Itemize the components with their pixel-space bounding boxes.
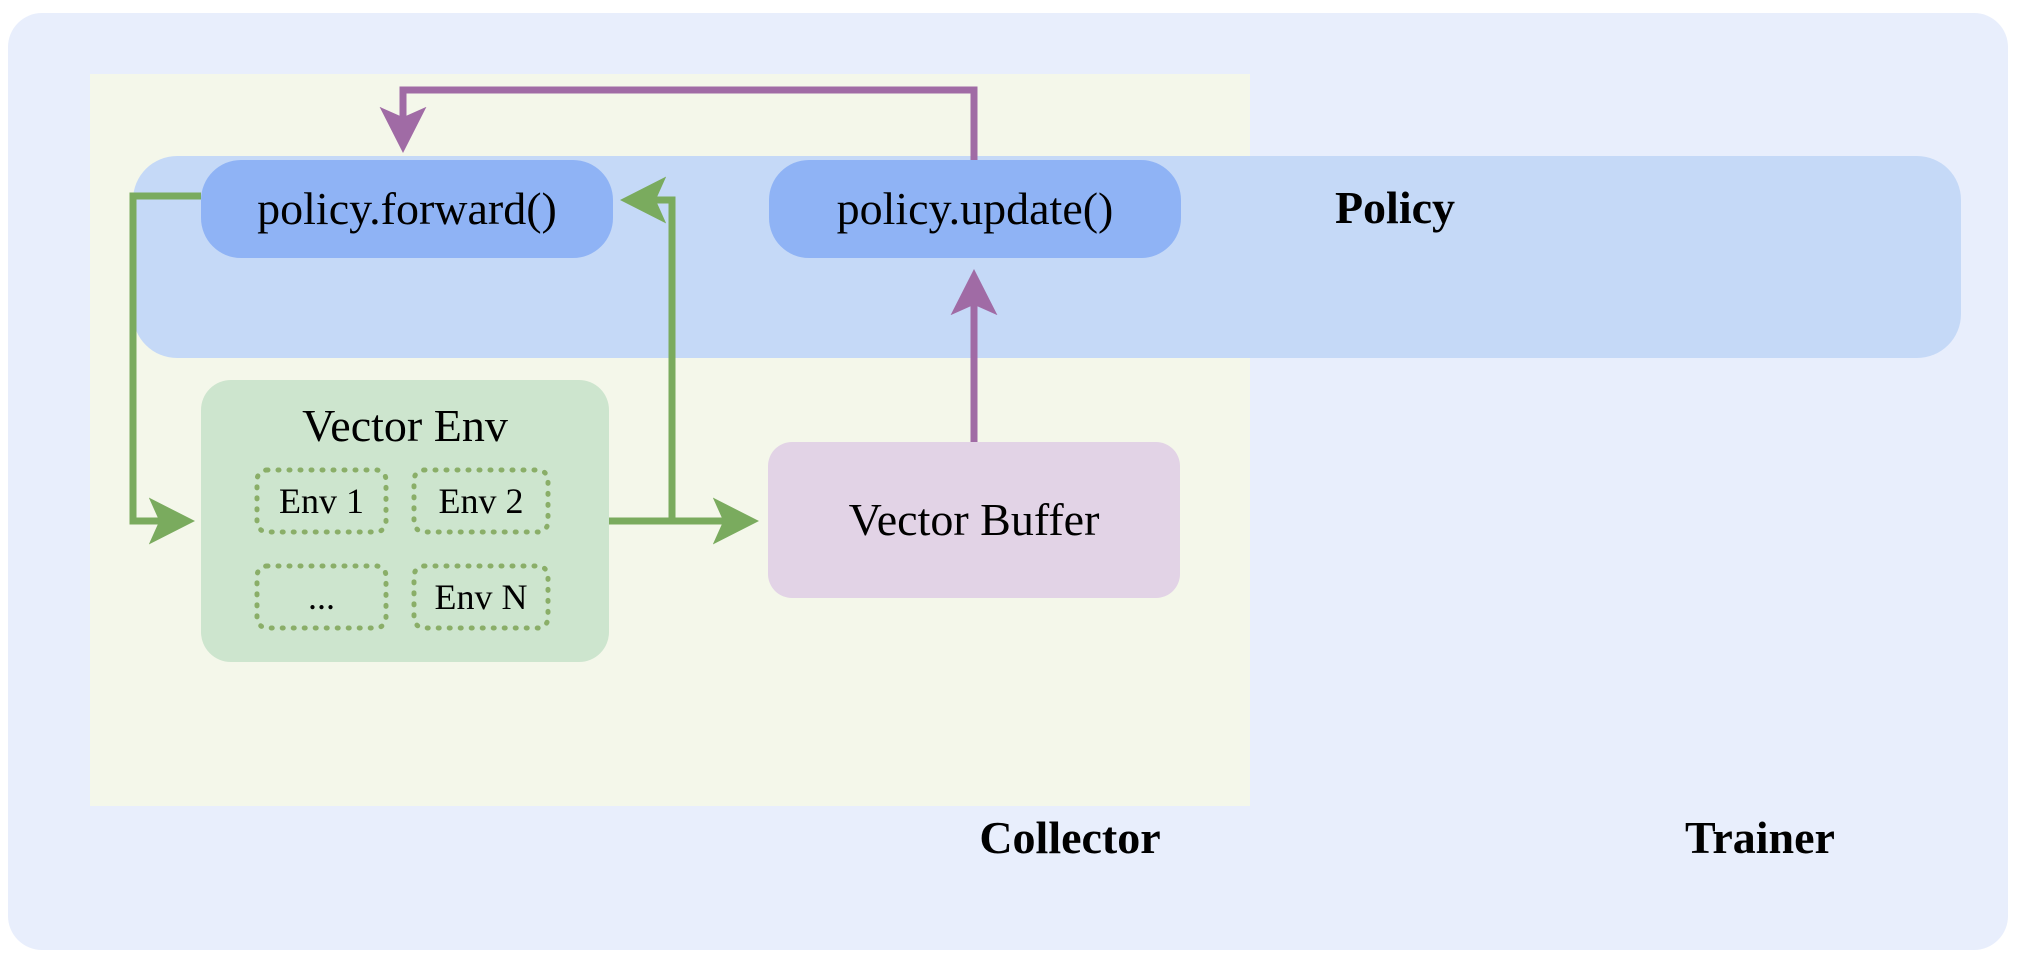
vector-env-node[interactable] [201,380,609,662]
env-label-3: ... [308,577,335,617]
env-box-1[interactable] [254,467,389,535]
env-label-1: Env 1 [279,481,364,521]
collector-container-label: Collector [979,812,1161,863]
vector-buffer-label: Vector Buffer [848,494,1100,545]
trainer-container-label: Trainer [1685,812,1835,863]
policy-container-label: Policy [1334,182,1456,233]
policy-forward-node[interactable] [201,160,613,258]
edge-forward-to-env [129,192,201,545]
env-box-4[interactable] [411,563,551,631]
env-label-2: Env 2 [438,481,524,521]
policy-forward-label: policy.forward() [257,183,557,234]
policy-update-label: policy.update() [836,183,1114,234]
vector-buffer-node[interactable] [768,442,1180,598]
env-label-4: Env N [434,577,528,617]
env-box-3[interactable] [254,563,389,631]
edge-update-to-forward [379,86,978,160]
env-box-2[interactable] [411,467,551,535]
policy-update-node[interactable] [769,160,1181,258]
vector-env-label: Vector Env [302,400,508,451]
